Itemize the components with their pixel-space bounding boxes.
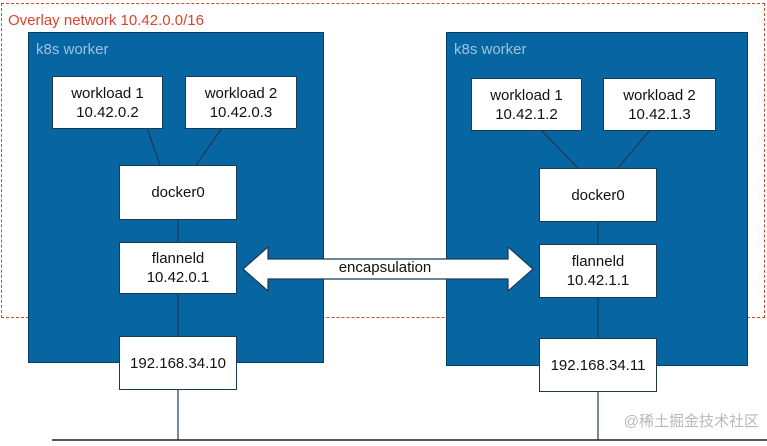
workload-node: workload 2 10.42.0.3: [185, 76, 297, 129]
docker0-bridge-node: docker0: [539, 168, 657, 222]
bridge-name: docker0: [151, 184, 205, 201]
host-ip: 192.168.34.11: [550, 356, 646, 374]
workload-ip: 10.42.0.2: [76, 103, 139, 121]
host-ip: 192.168.34.10: [130, 354, 226, 372]
workload-name: workload 1: [71, 84, 144, 102]
workload-ip: 10.42.1.2: [495, 105, 558, 123]
workload-name: workload 2: [204, 84, 278, 102]
watermark-text: @稀土掘金技术社区: [623, 413, 759, 430]
workload-name: workload 1: [490, 86, 563, 104]
flanneld-name: flanneld: [571, 253, 625, 270]
workload-node: workload 1 10.42.1.2: [471, 78, 582, 131]
flanneld-node: flanneld 10.42.1.1: [539, 244, 657, 298]
workload-ip: 10.42.0.3: [209, 103, 273, 121]
overlay-network-region: Overlay network 10.42.0.0/16: [1, 3, 765, 318]
worker-label: k8s worker: [454, 41, 527, 58]
bridge-name: docker0: [571, 186, 625, 204]
worker-label: k8s worker: [36, 41, 109, 58]
workload-node: workload 1 10.42.0.2: [52, 76, 163, 129]
flanneld-node: flanneld 10.42.0.1: [119, 242, 237, 294]
workload-ip: 10.42.1.3: [628, 105, 691, 123]
encapsulation-label: encapsulation: [338, 259, 432, 276]
flanneld-name: flanneld: [151, 250, 205, 267]
host-ip-node: 192.168.34.10: [119, 336, 237, 390]
overlay-network-label: Overlay network 10.42.0.0/16: [8, 12, 204, 29]
docker0-bridge-node: docker0: [119, 165, 237, 220]
workload-node: workload 2 10.42.1.3: [603, 78, 716, 131]
workload-name: workload 2: [623, 86, 696, 104]
flanneld-ip: 10.42.0.1: [146, 269, 210, 286]
flanneld-ip: 10.42.1.1: [566, 272, 630, 289]
host-ip-node: 192.168.34.11: [539, 338, 657, 392]
